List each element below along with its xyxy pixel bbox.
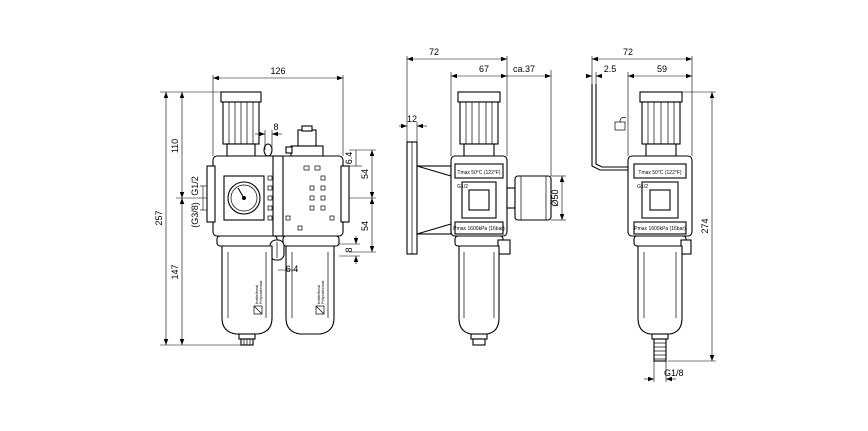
front-view: Polycarbonat bottle/bowl Polycarbonat bo… (154, 66, 376, 346)
back-port-label: G1/2 (637, 184, 648, 190)
back-drain-fitting (651, 333, 669, 362)
dim-side-flange: 12 (407, 114, 417, 124)
back-bracket (591, 84, 628, 171)
filter-bowl-label: Polycarbonat (258, 280, 263, 304)
dim-side-body: 67 (479, 64, 489, 74)
body-markings (267, 165, 335, 231)
dim-front-face-upper: 54 (360, 169, 370, 179)
side-gauge (506, 175, 552, 221)
regulator-knob (220, 91, 262, 157)
dim-front-bottom-spacing: 8 (344, 247, 354, 252)
side-regulator-knob (457, 91, 501, 157)
lubricator-bowl-label: Polycarbonat (320, 280, 325, 304)
pressure-gauge (223, 175, 265, 221)
dim-back-overall: 72 (623, 47, 633, 57)
dim-side-overall: 72 (429, 47, 439, 57)
drain-valve (238, 333, 256, 346)
side-label-temperature: Tmax 50°C (122°F) (457, 170, 501, 176)
front-dimensions: 126 257 110 147 G1/2 (G3/8) 8 (154, 66, 376, 346)
back-bowl (633, 235, 692, 335)
side-view: Tmax 50°C (122°F) G1/2 Pmax 1600kPa (16b… (399, 47, 566, 346)
dim-back-drain: G1/8 (664, 368, 684, 378)
back-label-pressure: Pmax 1600kPa (16bar) (634, 226, 686, 232)
dim-front-top-height: 110 (170, 139, 180, 153)
dim-front-bolt-spacing: 8 (273, 122, 278, 132)
dim-front-port: G1/2 (190, 176, 200, 196)
mounting-bracket (406, 141, 452, 255)
lubricator-plug (285, 125, 324, 157)
lubricator-bowl-label-2: bottle/bowl (316, 285, 321, 304)
dim-side-gauge-projection: ca.37 (513, 64, 535, 74)
dim-side-gauge-diameter: Ø50 (550, 189, 560, 206)
filter-bowl-label-2: bottle/bowl (254, 285, 259, 304)
dim-back-offset: 2.5 (604, 64, 617, 74)
back-view: Tmax 50°C (122°F) G1/2 Pmax 1600kPa (16b… (586, 47, 716, 382)
dim-front-bottom-height: 147 (170, 264, 180, 279)
dim-front-width: 126 (270, 66, 285, 76)
lubricator-bowl: Polycarbonat bottle/bowl (285, 245, 335, 335)
dim-front-bottom-offset: 6.4 (286, 264, 299, 274)
back-body: Tmax 50°C (122°F) G1/2 Pmax 1600kPa (16b… (627, 155, 693, 237)
filter-bowl: Polycarbonat bottle/bowl (221, 245, 273, 335)
dim-front-port-alt: (G3/8) (190, 202, 200, 228)
dim-back-height: 274 (700, 218, 710, 233)
back-dimensions: 72 59 2.5 274 G1/8 (586, 47, 716, 382)
side-dimensions: 72 67 ca.37 12 Ø50 (399, 47, 566, 221)
dim-front-total-height: 257 (154, 210, 164, 225)
dim-back-body: 59 (657, 64, 667, 74)
side-bowl (454, 235, 511, 346)
side-port-label: G1/2 (457, 184, 468, 190)
bowl-necks (216, 235, 340, 261)
dim-front-bolt-offset: 6.4 (344, 152, 354, 165)
dim-front-face-lower: 54 (360, 221, 370, 231)
back-label-temperature: Tmax 50°C (122°F) (638, 170, 682, 176)
side-body: Tmax 50°C (122°F) G1/2 Pmax 1600kPa (16b… (450, 155, 508, 237)
side-label-pressure: Pmax 1600kPa (16bar) (453, 226, 505, 232)
back-regulator-knob (639, 91, 683, 157)
